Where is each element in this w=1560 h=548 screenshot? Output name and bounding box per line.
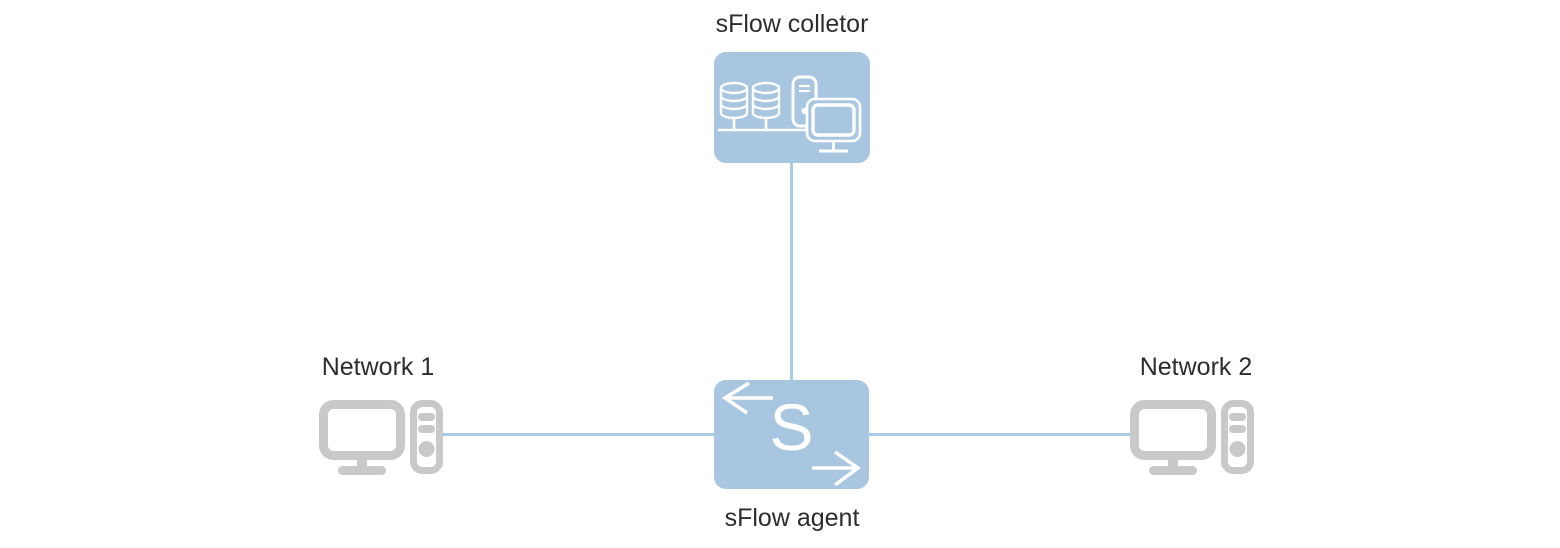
collector-label: sFlow colletor [715, 10, 869, 38]
collector-agent-link [790, 162, 793, 382]
database-server-monitor-icon [718, 75, 862, 153]
agent-node: S [714, 380, 869, 489]
network1-label: Network 1 [321, 353, 435, 381]
network1-computer-icon [317, 398, 445, 476]
network1-agent-link [442, 433, 716, 436]
network2-computer-icon [1128, 398, 1256, 476]
collector-node [714, 52, 870, 163]
agent-network2-link [867, 433, 1130, 436]
agent-letter: S [769, 390, 814, 464]
switch-in-out-arrows-icon [721, 381, 862, 487]
network2-label: Network 2 [1139, 353, 1253, 381]
agent-label: sFlow agent [724, 504, 860, 532]
